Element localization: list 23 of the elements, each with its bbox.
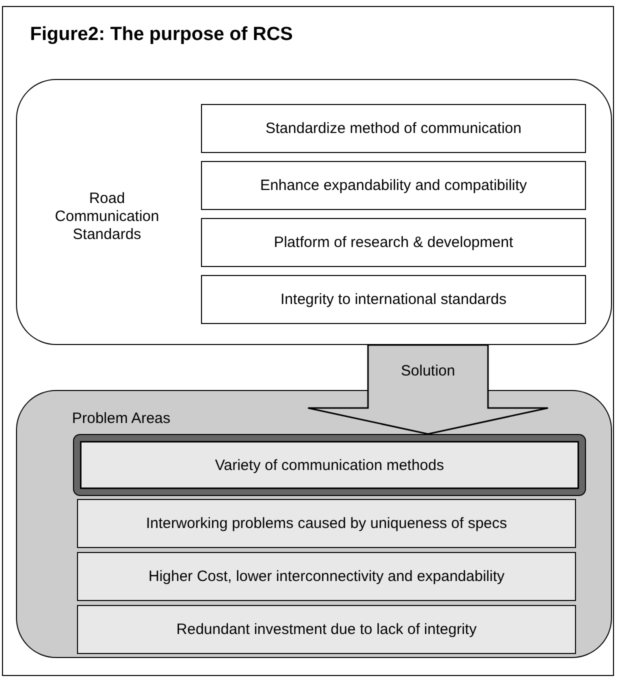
figure-title: Figure2: The purpose of RCS [30, 24, 293, 46]
group-panel [16, 390, 612, 658]
box-text: Integrity to international standards [280, 291, 506, 308]
process-box [201, 161, 586, 210]
box-text: Platform of research & development [274, 234, 514, 251]
process-box [201, 275, 586, 324]
box-text: Interworking problems caused by uniqueness of specs [146, 515, 508, 532]
box-text: Enhance expandability and compatibility [260, 177, 527, 194]
box-text: Standardize method of communication [266, 120, 522, 137]
highlighted-box [74, 435, 585, 495]
process-box [77, 605, 576, 654]
group-panel [16, 79, 612, 345]
process-box [201, 104, 586, 153]
process-box [77, 552, 576, 601]
process-box [201, 218, 586, 267]
process-box [77, 499, 576, 548]
group-label: Road Communication Standards [54, 190, 160, 244]
box-text: Higher Cost, lower interconnectivity and expandability [148, 568, 504, 585]
box-text: Variety of communication methods [215, 456, 444, 474]
block-arrow [307, 344, 549, 435]
box-text: Redundant investment due to lack of integrity [176, 621, 477, 638]
edge-label: Solution [400, 362, 456, 379]
group-label: Problem Areas [72, 410, 170, 427]
